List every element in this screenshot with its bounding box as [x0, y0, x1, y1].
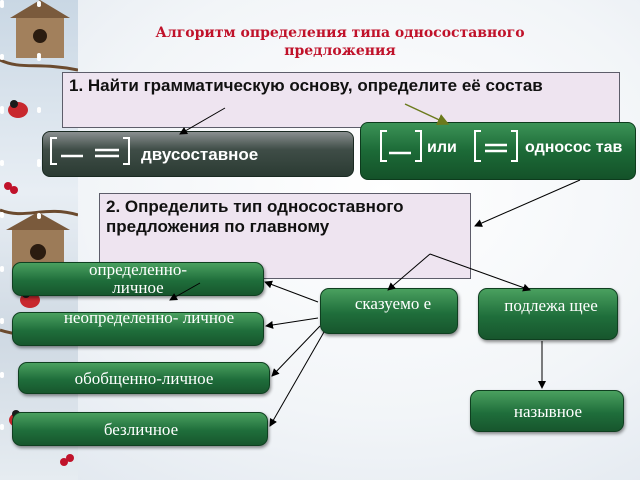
type-nominative-label: назывное [513, 402, 583, 421]
two-part-label: двусоставное [141, 145, 259, 164]
type-impersonal: безличное [12, 412, 268, 446]
snowflake [0, 374, 4, 378]
snowflake [0, 268, 4, 272]
snowflake [0, 4, 4, 8]
step1-box: 1. Найти грамматическую основу, определи… [62, 72, 620, 128]
arrow-to-definite [264, 280, 319, 303]
predicate-pill: сказуемо е [320, 288, 458, 334]
type-generalized-personal: обобщенно-личное [18, 362, 270, 394]
step2-text: 2. Определить тип односоставного предлож… [106, 197, 404, 236]
or-label: или [427, 139, 457, 156]
type-nominative: назывное [470, 390, 624, 432]
snowflake [37, 57, 41, 61]
arrow-small-left [169, 282, 201, 301]
snowflake [0, 162, 4, 166]
step1-text: 1. Найти грамматическую основу, определи… [69, 76, 543, 95]
snowflake [0, 56, 4, 60]
snowflake [37, 215, 41, 219]
arrow-to-subject [429, 253, 531, 292]
arrow-to-two-part [179, 107, 226, 135]
snowflake [0, 426, 4, 430]
arrow-to-generalized [271, 325, 321, 377]
snowflake [37, 109, 41, 113]
type-definite-personal: определенно- личное [12, 260, 264, 297]
one-part-bracket-icons [380, 130, 518, 162]
one-part-pill: или односос тав [360, 122, 636, 180]
snowflake [0, 110, 4, 114]
subject-label: подлежа щее [504, 296, 598, 315]
type-impersonal-label: безличное [103, 420, 179, 439]
title-line-1: Алгоритм определения типа односоставного [155, 25, 525, 41]
arrow-to-impersonal [269, 331, 325, 427]
arrow-to-one-part [404, 103, 450, 126]
arrow-to-predicate [387, 253, 431, 291]
predicate-label: сказуемо е [354, 294, 432, 313]
slide-title: Алгоритм определения типа односоставного… [80, 24, 600, 60]
snowflake [0, 320, 4, 324]
arrow-to-indefinite [265, 317, 319, 329]
type-generalized-personal-label: обобщенно-личное [74, 369, 214, 388]
snowflake [37, 163, 41, 167]
subject-predicate-bracket-icon [50, 137, 130, 165]
type-indefinite-personal-label: неопределенно- личное [63, 308, 235, 327]
snowflake [37, 3, 41, 7]
one-part-label: односос тав [525, 139, 623, 156]
snowflake [0, 214, 4, 218]
two-part-pill: двусоставное [42, 131, 354, 177]
type-definite-personal-label: определенно- личное [89, 260, 187, 297]
subject-pill: подлежа щее [478, 288, 618, 340]
arrow-to-step2 [474, 179, 581, 227]
title-line-2: предложения [284, 43, 396, 59]
type-indefinite-personal: неопределенно- личное [12, 308, 264, 346]
step2-box: 2. Определить тип односоставного предлож… [99, 193, 471, 279]
